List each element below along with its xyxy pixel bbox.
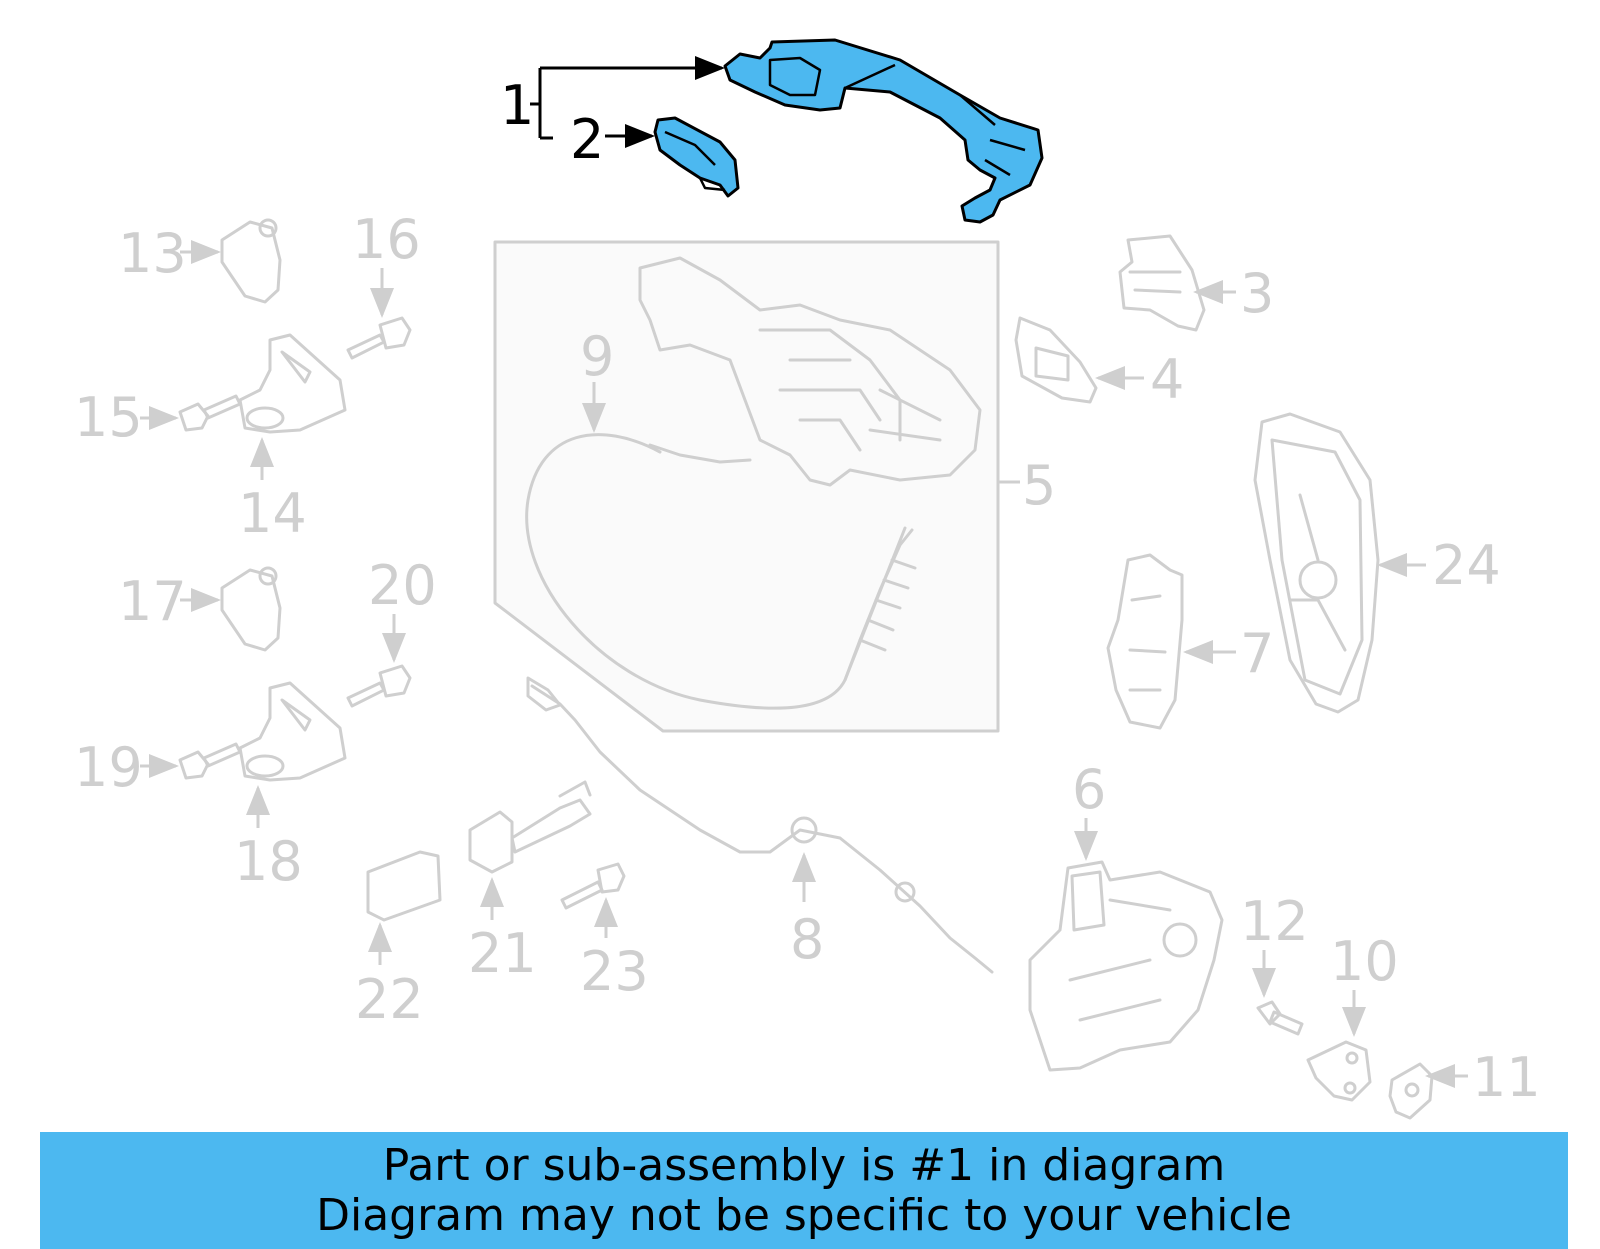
part-21-check-link — [468, 780, 592, 874]
callout-9-label: 9 — [580, 325, 614, 388]
callout-1-label: 1 — [500, 74, 534, 137]
part-9-cable — [525, 433, 917, 710]
part-3-cover — [1118, 234, 1206, 332]
part-18-hinge — [238, 681, 347, 782]
part-24-seal — [1253, 412, 1380, 714]
callout-10-label: 10 — [1330, 930, 1399, 993]
callout-17-label: 17 — [118, 570, 187, 633]
part-11-gasket — [1388, 1062, 1434, 1120]
callout-24-label: 24 — [1432, 534, 1501, 597]
part-7-bracket — [1106, 553, 1184, 730]
lock-actuator — [638, 256, 982, 487]
callout-5-label: 5 — [1022, 454, 1056, 517]
callout-8-label: 8 — [790, 908, 824, 971]
part-12-bolt — [1256, 1000, 1304, 1036]
part-10-plate — [1306, 1040, 1372, 1102]
part-15-bolt — [178, 394, 242, 432]
callout-18-label: 18 — [234, 830, 303, 893]
callout-3-label: 3 — [1240, 262, 1274, 325]
banner-line-1: Part or sub-assembly is #1 in diagram — [382, 1139, 1226, 1191]
banner-line-2: Diagram may not be specific to your vehi… — [316, 1189, 1292, 1241]
part-17-bracket — [220, 566, 282, 652]
callout-19-label: 19 — [74, 736, 143, 799]
part-23-bolt — [560, 862, 626, 910]
part-2-insert[interactable] — [653, 116, 740, 198]
part-8-cable — [526, 676, 994, 974]
callout-11-label: 11 — [1472, 1046, 1541, 1109]
callout-15-label: 15 — [74, 386, 143, 449]
part-22-pad — [366, 850, 442, 922]
callout-21-label: 21 — [468, 922, 537, 985]
part-4-gasket — [1014, 316, 1098, 404]
callout-4-label: 4 — [1150, 348, 1184, 411]
callout-7-label: 7 — [1240, 622, 1274, 685]
part-1-handle[interactable] — [723, 38, 1044, 224]
callout-14-label: 14 — [238, 482, 307, 545]
part-19-bolt — [178, 742, 242, 780]
callout-16-label: 16 — [352, 208, 421, 271]
callout-13-label: 13 — [118, 222, 187, 285]
callout-23-label: 23 — [580, 940, 649, 1003]
callout-2-label: 2 — [570, 108, 604, 171]
part-6-latch — [1028, 860, 1224, 1072]
callout-12-label: 12 — [1240, 890, 1309, 953]
part-13-bracket — [220, 218, 282, 304]
callout-1-bracket — [530, 66, 722, 140]
info-banner: Part or sub-assembly is #1 in diagram Di… — [40, 1132, 1568, 1249]
part-20-bolt — [346, 664, 412, 708]
callout-22-label: 22 — [355, 968, 424, 1031]
part-5-frame — [493, 240, 1000, 733]
callout-20-label: 20 — [368, 554, 437, 617]
callout-6-label: 6 — [1072, 758, 1106, 821]
part-16-bolt — [346, 316, 412, 360]
part-14-hinge — [238, 333, 347, 434]
